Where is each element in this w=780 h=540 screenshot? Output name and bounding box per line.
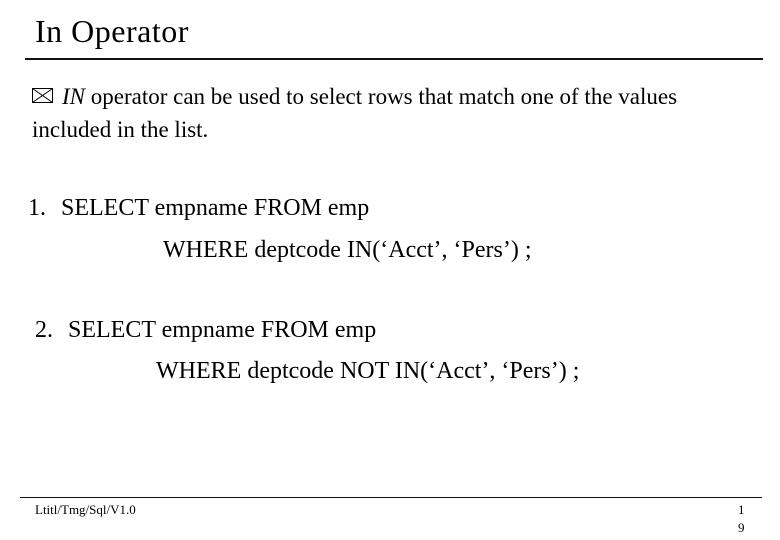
statement-2-sql-line-2: WHERE deptcode NOT IN(‘Acct’, ‘Pers’) ; [156,358,580,384]
statement-2-line-1: 2. SELECT empname FROM emp [35,316,376,344]
boxed-x-bullet-icon [32,79,53,112]
statement-1-sql-line-1: SELECT empname FROM emp [61,195,370,221]
statement-1-line-1: 1. SELECT empname FROM emp [28,194,369,222]
slide-title: In Operator [35,13,189,49]
bullet-paragraph: IN operator can be used to select rows t… [32,80,738,146]
page-number: 19 [738,502,745,535]
statement-1-number: 1. [28,195,46,221]
footer-doc-reference: Ltitl/Tmg/Sql/V1.0 [35,502,136,517]
bullet-text: operator can be used to select rows that… [32,84,678,142]
statement-1-sql-line-2: WHERE deptcode IN(‘Acct’, ‘Pers’) ; [163,237,532,263]
title-underline [25,58,763,60]
bullet-term: IN [62,84,85,109]
statement-2-number: 2. [35,317,53,343]
statement-2-sql-line-1: SELECT empname FROM emp [68,317,377,343]
footer-divider [20,497,762,498]
